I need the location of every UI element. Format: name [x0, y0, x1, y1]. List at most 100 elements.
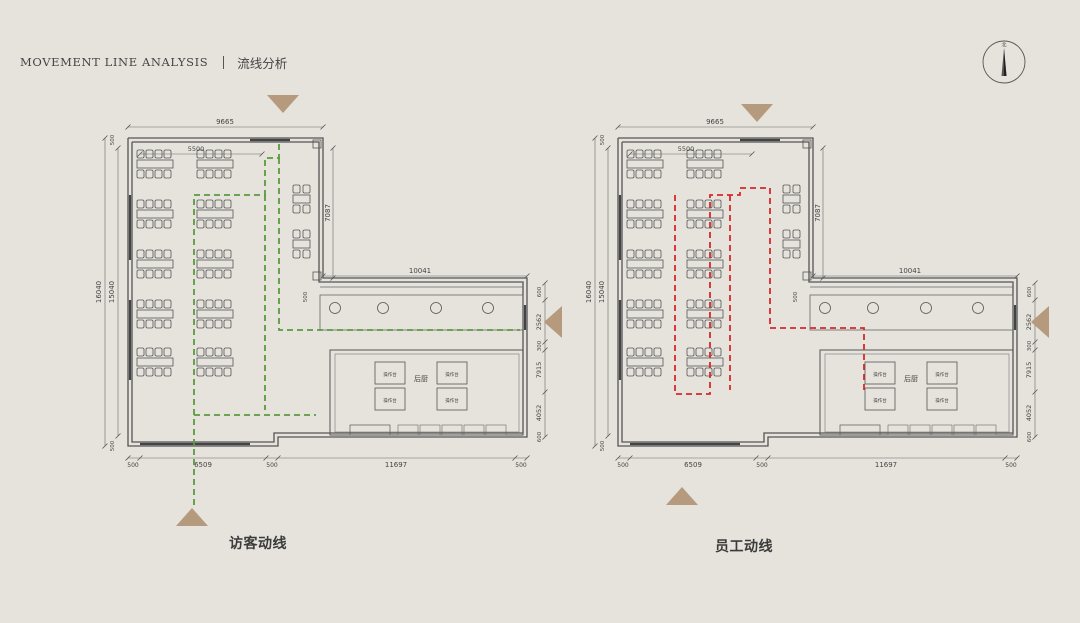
chair	[196, 319, 205, 329]
chair	[713, 169, 722, 179]
chair	[635, 199, 644, 209]
chair	[136, 299, 145, 309]
dimension-tick	[1014, 273, 1020, 279]
ceiling-light	[482, 302, 494, 314]
dimension-label: 500	[756, 462, 768, 469]
kitchen-cabinet	[909, 424, 931, 436]
dimension-label: 2562	[1025, 314, 1033, 331]
chair	[136, 249, 145, 259]
dimension-label: 16040	[585, 281, 593, 303]
chair	[635, 367, 644, 377]
chair	[653, 347, 662, 357]
chair	[695, 199, 704, 209]
chair	[792, 204, 801, 214]
chair	[704, 249, 713, 259]
chair	[223, 169, 232, 179]
north-compass-icon: 北	[982, 40, 1026, 84]
chair	[214, 249, 223, 259]
visitor-route-path	[193, 140, 280, 415]
chair	[695, 269, 704, 279]
chair	[792, 249, 801, 259]
chair	[136, 269, 145, 279]
dimension-tick	[749, 151, 755, 157]
dimension-label: 7915	[535, 362, 543, 379]
chair	[713, 199, 722, 209]
header-title-en: MOVEMENT LINE ANALYSIS	[20, 55, 209, 69]
chair	[713, 269, 722, 279]
ceiling-light	[377, 302, 389, 314]
chair	[292, 184, 301, 194]
chair	[653, 319, 662, 329]
chair	[154, 347, 163, 357]
prep-table-label: 操作台	[935, 397, 949, 404]
dimension-label: 500	[127, 462, 139, 469]
kitchen-cabinet	[397, 424, 419, 436]
dimension-label: 10041	[899, 267, 921, 275]
chair	[223, 269, 232, 279]
prep-table-label: 操作台	[383, 397, 397, 404]
dimension-label: 600	[1027, 286, 1033, 297]
visitor-route-path	[193, 414, 316, 505]
ceiling-light	[329, 302, 341, 314]
dimension-label: 500	[110, 134, 116, 145]
dining-table-set	[686, 199, 724, 229]
chair	[163, 269, 172, 279]
chair	[695, 249, 704, 259]
dimension-label: 6509	[194, 461, 212, 469]
dining-table	[626, 159, 664, 169]
chair	[653, 367, 662, 377]
ceiling-light	[920, 302, 932, 314]
dining-table	[686, 309, 724, 319]
outer-wall	[617, 137, 1018, 447]
chair	[205, 249, 214, 259]
dimension-tick	[1032, 297, 1038, 303]
prep-table	[436, 361, 468, 385]
booth-table	[292, 239, 311, 249]
staff-entry-arrow-right	[1031, 306, 1049, 338]
chair	[686, 367, 695, 377]
dining-table-set	[196, 347, 234, 377]
dimension-tick	[524, 455, 530, 461]
dimension-label: 6509	[684, 461, 702, 469]
prep-table	[374, 387, 406, 411]
dining-table	[196, 309, 234, 319]
chair	[695, 299, 704, 309]
prep-table	[864, 361, 896, 385]
chair	[653, 169, 662, 179]
kitchen-wall	[819, 349, 1014, 436]
dimension-label: 5500	[188, 145, 205, 153]
ceiling-light	[430, 302, 442, 314]
inner-wall	[621, 141, 1014, 443]
dimension-label: 7087	[324, 204, 332, 222]
chair	[145, 199, 154, 209]
staff-route-caption: 员工动线	[715, 539, 773, 555]
kitchen-wall	[329, 349, 524, 436]
chair	[292, 229, 301, 239]
dimension-label: 500	[303, 291, 309, 302]
kitchen-inner	[824, 353, 1010, 433]
chair	[626, 269, 635, 279]
chair	[653, 269, 662, 279]
chair	[302, 249, 311, 259]
chair	[713, 367, 722, 377]
dimension-tick	[810, 124, 816, 130]
chair	[196, 169, 205, 179]
dimension-label: 11697	[875, 461, 897, 469]
dimension-tick	[542, 434, 548, 440]
dimension-label: 600	[1027, 431, 1033, 442]
chair	[686, 269, 695, 279]
dimension-tick	[627, 151, 633, 157]
dimension-tick	[605, 433, 611, 439]
dimension-tick	[1014, 455, 1020, 461]
bar-counter	[319, 294, 524, 331]
chair	[205, 367, 214, 377]
dining-table-set	[136, 249, 174, 279]
chair	[782, 229, 791, 239]
dimension-tick	[137, 455, 143, 461]
chair	[163, 319, 172, 329]
header-divider	[223, 55, 225, 69]
chair	[302, 204, 311, 214]
dimension-tick	[542, 339, 548, 345]
chair	[223, 367, 232, 377]
